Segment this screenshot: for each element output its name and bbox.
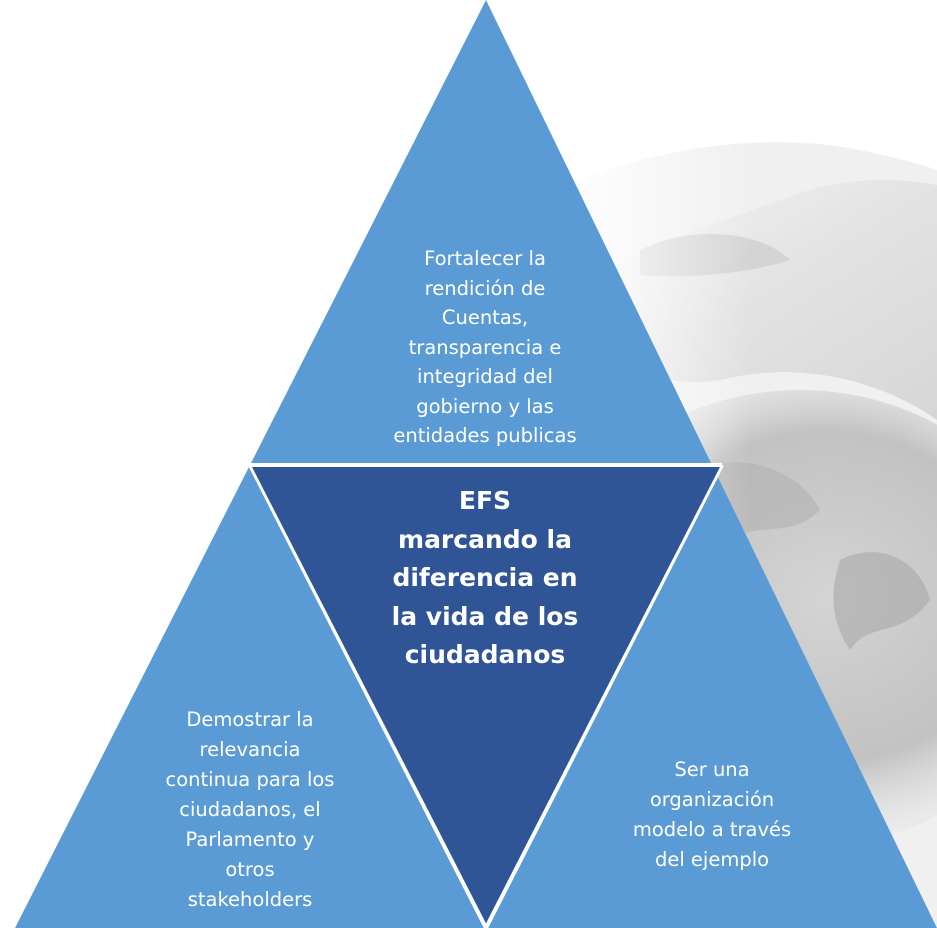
top-section-text: Fortalecer la rendición de Cuentas, tran… — [393, 247, 577, 447]
left-section-text: Demostrar la relevancia continua para lo… — [165, 708, 335, 911]
right-section-text: Ser una organización modelo a través del… — [632, 758, 792, 871]
center-title: EFS marcando la diferencia en la vida de… — [391, 486, 579, 669]
triangle-dividers — [248, 463, 724, 928]
center-triangle — [252, 467, 720, 923]
